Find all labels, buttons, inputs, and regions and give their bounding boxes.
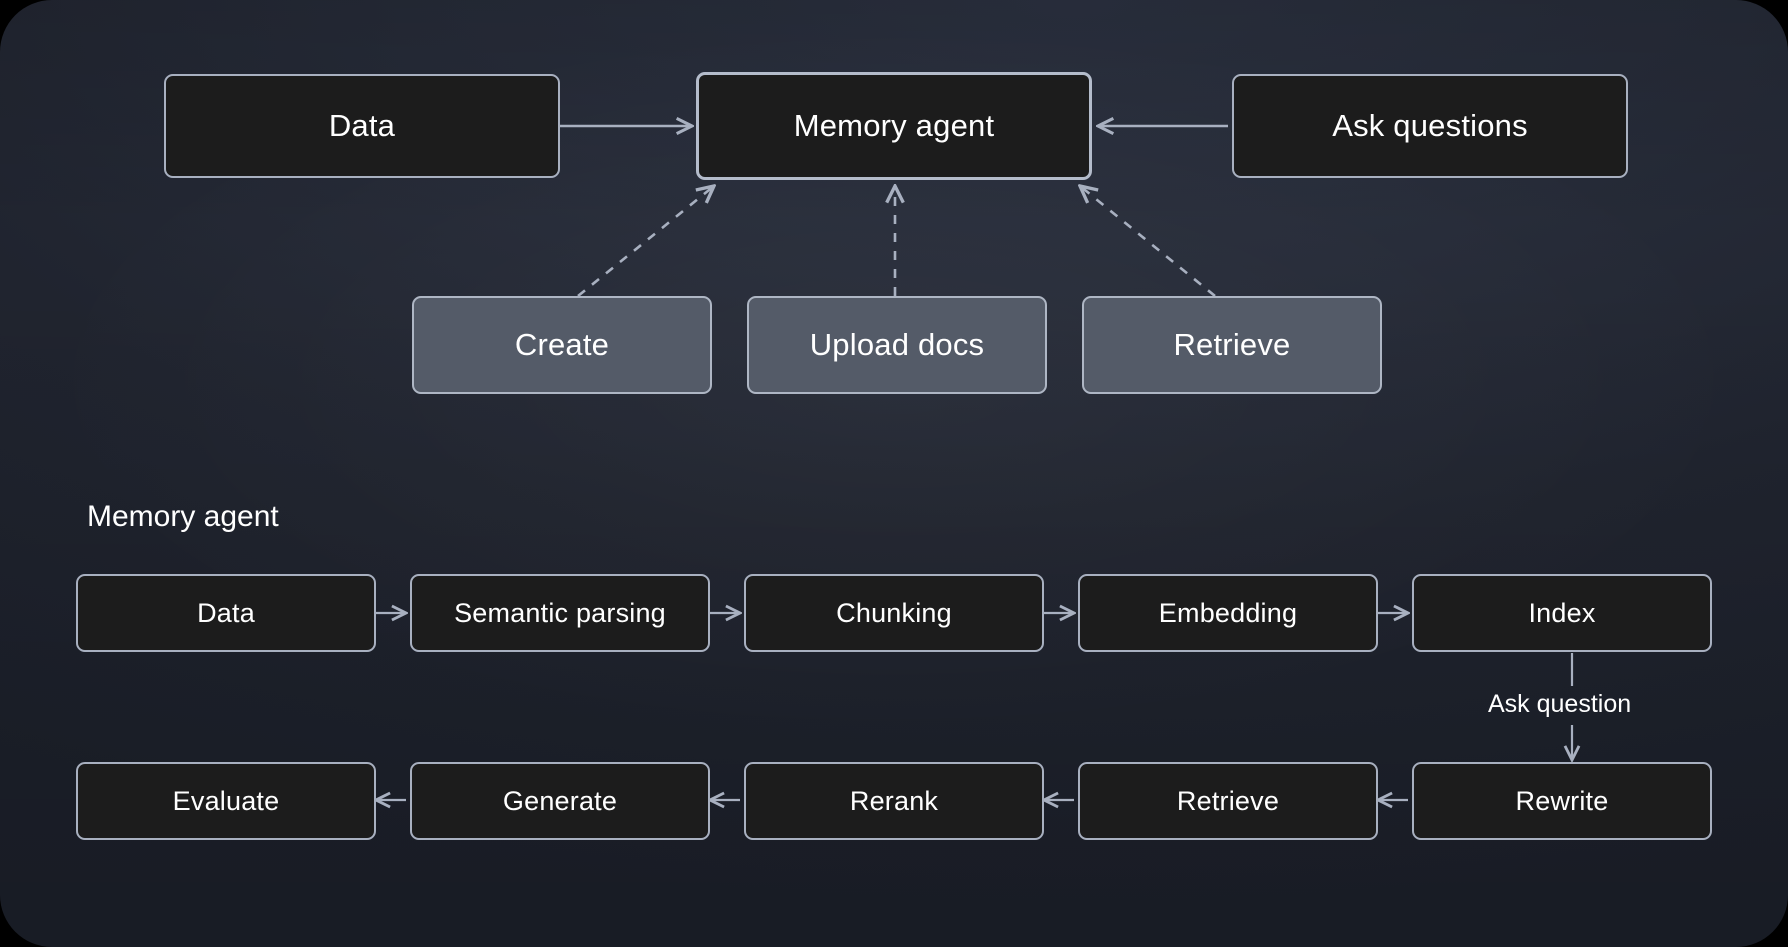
node-ask-questions[interactable]: Ask questions [1232, 74, 1628, 178]
node-upload-docs[interactable]: Upload docs [747, 296, 1047, 394]
edge-create-to-memory-agent [577, 186, 714, 298]
node-pipeline-index[interactable]: Index [1412, 574, 1712, 652]
node-pipeline-retrieve[interactable]: Retrieve [1078, 762, 1378, 840]
edge-label-ask-question: Ask question [1488, 690, 1632, 718]
node-pipeline-rewrite[interactable]: Rewrite [1412, 762, 1712, 840]
edge-retrieve-to-memory-agent [1080, 186, 1216, 298]
node-data-overview[interactable]: Data [164, 74, 560, 178]
node-pipeline-rerank[interactable]: Rerank [744, 762, 1044, 840]
node-pipeline-embedding[interactable]: Embedding [1078, 574, 1378, 652]
node-pipeline-semantic-parsing[interactable]: Semantic parsing [410, 574, 710, 652]
node-pipeline-data[interactable]: Data [76, 574, 376, 652]
node-pipeline-chunking[interactable]: Chunking [744, 574, 1044, 652]
node-memory-agent[interactable]: Memory agent [696, 72, 1092, 180]
node-retrieve-overview[interactable]: Retrieve [1082, 296, 1382, 394]
node-create[interactable]: Create [412, 296, 712, 394]
node-pipeline-evaluate[interactable]: Evaluate [76, 762, 376, 840]
node-pipeline-generate[interactable]: Generate [410, 762, 710, 840]
pipeline-section-title: Memory agent [87, 500, 279, 533]
